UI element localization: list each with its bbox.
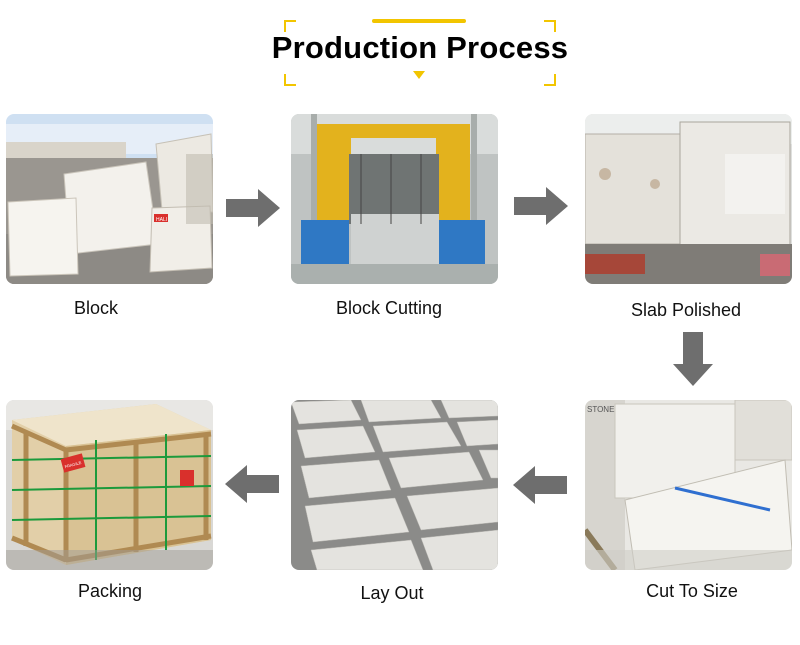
arrow-left-icon	[225, 465, 279, 503]
step-label-block-cutting: Block Cutting	[335, 298, 443, 318]
svg-text:STONE: STONE	[587, 405, 614, 414]
step-label-slab-polished: Slab Polished	[630, 300, 742, 320]
cut-to-size-photo: STONE	[585, 400, 792, 570]
step-label-packing: Packing	[77, 581, 143, 601]
step-label-cut-to-size: Cut To Size	[646, 581, 738, 601]
title-frame	[284, 20, 556, 86]
lay-out-photo	[291, 400, 498, 570]
step-label-lay-out: Lay Out	[360, 583, 424, 603]
arrow-down-icon	[673, 332, 713, 386]
title-caret-icon	[413, 71, 425, 79]
block-cutting-photo	[291, 114, 498, 284]
title-accent-bar	[372, 19, 466, 23]
arrow-left-icon	[513, 466, 567, 504]
svg-text:HALI: HALI	[156, 217, 167, 223]
step-label-block: Block	[73, 298, 118, 318]
arrow-right-icon	[226, 189, 280, 227]
slab-polished-photo	[585, 114, 792, 284]
packing-photo: FRAGILE	[6, 400, 213, 570]
block-photo: HALI	[6, 114, 213, 284]
svg-text:FRAGILE: FRAGILE	[64, 460, 82, 469]
arrow-right-icon	[514, 187, 568, 225]
page-title: Production Process	[271, 30, 569, 65]
